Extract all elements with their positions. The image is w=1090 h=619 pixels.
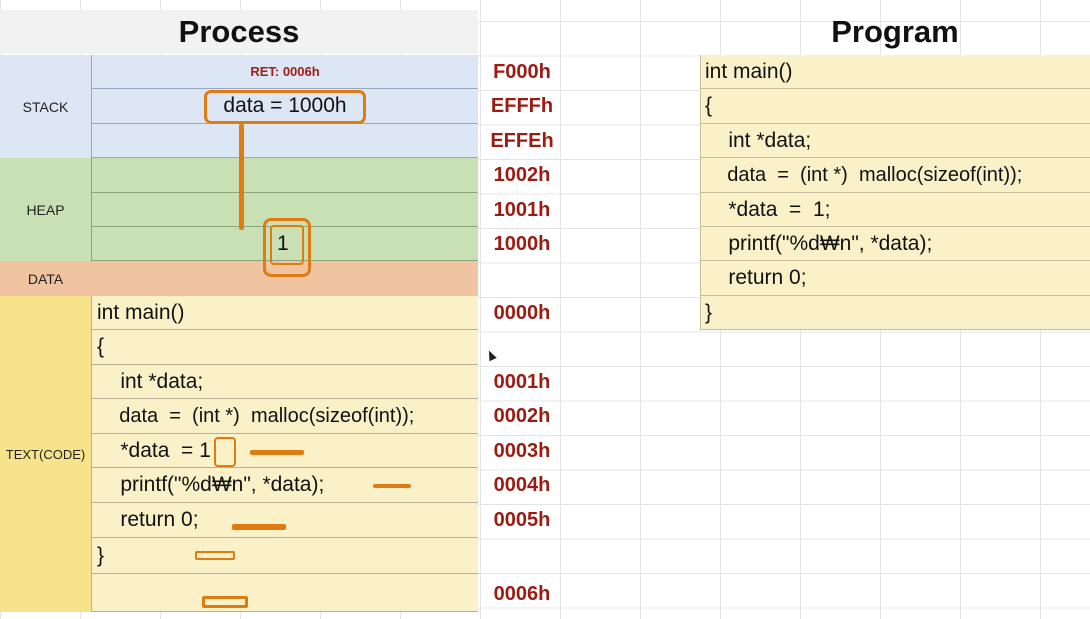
program-line-6: return 0; xyxy=(700,261,1090,296)
heap-value-inner-box xyxy=(270,225,304,265)
address-text-4: 0003h xyxy=(493,440,551,462)
program-line-4: *data = 1; xyxy=(700,193,1090,227)
code-line-2: int *data; xyxy=(91,365,478,399)
address-stack-0: F000h xyxy=(493,61,551,83)
code-line-7: } xyxy=(91,538,478,574)
heap-row-1002 xyxy=(91,158,478,193)
program-line-3: data = (int *) malloc(sizeof(int)); xyxy=(700,158,1090,193)
data-segment-row xyxy=(91,261,478,296)
program-title: Program xyxy=(831,14,959,49)
address-text-2: 0001h xyxy=(493,371,551,393)
pointer-highlight-box xyxy=(204,90,366,124)
heap-row-1000: 1 xyxy=(91,227,478,261)
address-heap-2: 1000h xyxy=(493,233,551,255)
code-marker-line-6 xyxy=(232,524,286,530)
program-line-7: } xyxy=(700,296,1090,330)
process-title: Process xyxy=(0,10,478,54)
code-line-3: data = (int *) malloc(sizeof(int)); xyxy=(91,399,478,434)
address-stack-2: EFFEh xyxy=(490,130,554,152)
address-text-0: 0000h xyxy=(493,302,551,324)
code-value-box xyxy=(214,437,236,467)
address-text-8: 0006h xyxy=(493,583,551,605)
heap-value-outer-box xyxy=(263,218,311,277)
address-heap-0: 1002h xyxy=(493,164,551,186)
code-marker-line-5 xyxy=(373,484,411,488)
code-line-6: return 0; xyxy=(91,503,478,538)
segment-text: TEXT(CODE) xyxy=(0,296,91,612)
pointer-connector-line xyxy=(239,124,244,230)
code-marker-box-8 xyxy=(202,596,248,608)
program-line-2: int *data; xyxy=(700,124,1090,158)
stack-row-empty xyxy=(91,124,478,158)
code-marker-box-7 xyxy=(195,551,235,560)
code-line-0: int main() xyxy=(91,296,478,330)
stack-row-ret: RET: 0006h xyxy=(91,55,478,89)
address-text-5: 0004h xyxy=(493,474,551,496)
address-text-3: 0002h xyxy=(493,405,551,427)
code-marker-line-4 xyxy=(250,450,304,455)
code-line-1: { xyxy=(91,330,478,365)
address-heap-1: 1001h xyxy=(493,199,551,221)
segment-heap: HEAP xyxy=(0,158,91,261)
segment-stack: STACK xyxy=(0,55,91,158)
code-line-5: printf("%d₩n", *data); xyxy=(91,468,478,503)
program-line-0: int main() xyxy=(700,55,1090,89)
code-line-8 xyxy=(91,574,478,612)
stack-row-data: data = 1000h xyxy=(91,89,478,124)
address-stack-1: EFFFh xyxy=(490,95,554,117)
address-text-6: 0005h xyxy=(493,509,551,531)
program-line-5: printf("%d₩n", *data); xyxy=(700,227,1090,261)
program-line-1: { xyxy=(700,89,1090,124)
segment-data: DATA xyxy=(0,261,91,296)
